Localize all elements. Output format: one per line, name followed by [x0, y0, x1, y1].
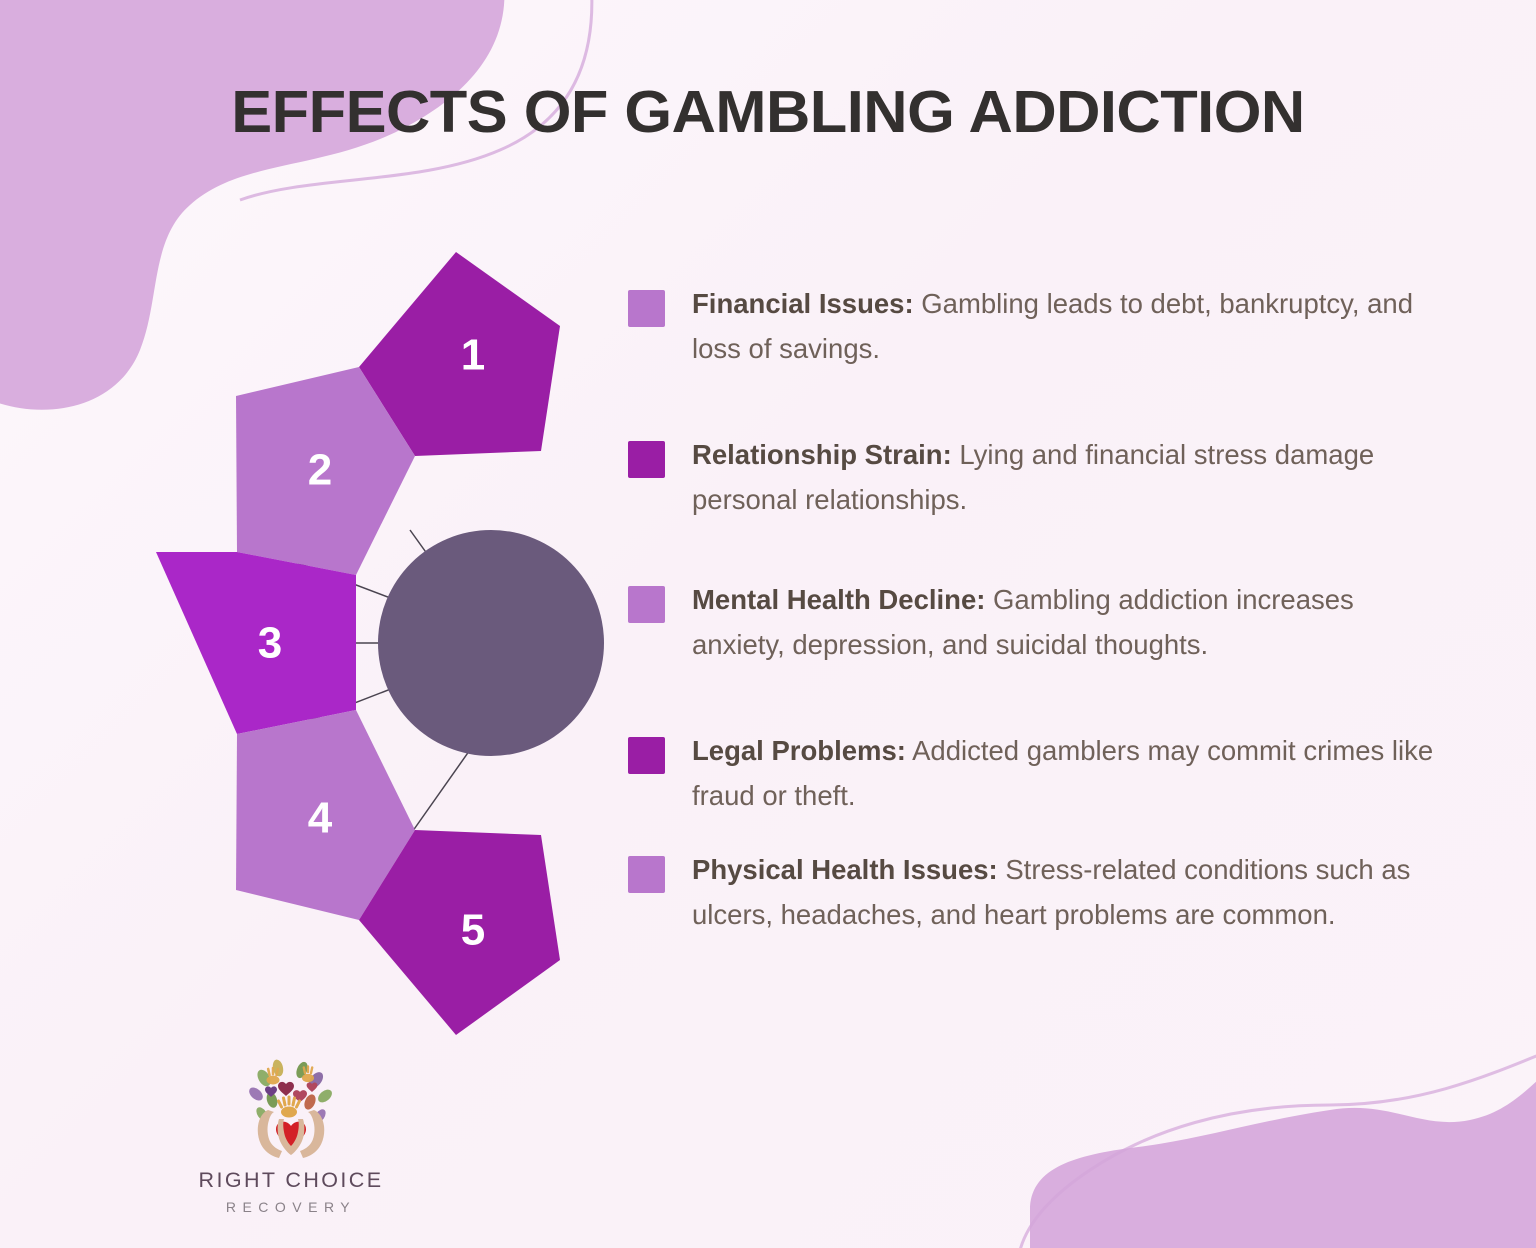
hands-heart-tree-icon [249, 1059, 332, 1158]
effect-label-4: Legal Problems: [692, 735, 906, 767]
list-item: Mental Health Decline: Gambling addictio… [628, 578, 1458, 667]
pentagon-number-3: 3 [258, 619, 282, 668]
logo-heart-icon [276, 1121, 306, 1148]
pentagon-fan-diagram: 1 2 3 4 5 [156, 252, 604, 1035]
pentagon-shape-3 [156, 552, 356, 734]
page-title: EFFECTS OF GAMBLING ADDICTION [231, 79, 1305, 145]
logo-subtitle: RECOVERY [225, 1199, 357, 1215]
pentagon-step-4[interactable]: 4 [236, 710, 415, 920]
pentagon-step-3[interactable]: 3 [156, 552, 356, 734]
effect-label-3: Mental Health Decline: [692, 584, 986, 616]
effect-text-1: Financial Issues: Gambling leads to debt… [692, 282, 1452, 371]
center-hub-circle[interactable] [378, 530, 604, 756]
brand-logo: RIGHT CHOICE RECOVERY [186, 1052, 396, 1215]
pentagon-step-5[interactable]: 5 [359, 830, 560, 1035]
effect-label-1: Financial Issues: [692, 288, 914, 319]
list-item: Financial Issues: Gambling leads to debt… [628, 282, 1458, 371]
list-item: Relationship Strain: Lying and financial… [628, 433, 1458, 522]
pentagon-number-1: 1 [461, 331, 485, 380]
effect-body-4: Addicted gamblers may commit crimes like… [692, 735, 1434, 811]
effect-text-2: Relationship Strain: Lying and financial… [692, 433, 1452, 522]
effect-body-3: Gambling addiction increases anxiety, de… [692, 584, 1354, 660]
bullet-swatch-4 [628, 737, 665, 775]
effect-text-5: Physical Health Issues: Stress-related c… [692, 848, 1452, 937]
pentagon-shape-1 [359, 252, 560, 456]
effect-label-2: Relationship Strain: [692, 439, 952, 471]
effect-label-5: Physical Health Issues: [692, 854, 998, 886]
pentagon-step-2[interactable]: 2 [236, 367, 415, 575]
bullet-swatch-5 [628, 856, 665, 894]
effect-text-3: Mental Health Decline: Gambling addictio… [692, 578, 1452, 667]
pentagon-number-5: 5 [461, 906, 485, 955]
pentagon-shape-2 [236, 367, 415, 575]
pentagon-number-4: 4 [308, 794, 333, 843]
effect-body-1: Gambling leads to debt, bankruptcy, and … [692, 288, 1414, 364]
bullet-swatch-2 [628, 441, 665, 479]
pentagon-shape-5 [359, 830, 560, 1035]
logo-hands-icon [257, 1110, 325, 1158]
bullet-swatch-3 [628, 586, 665, 624]
logo-foliage [249, 1059, 332, 1123]
decor-blob-bottom-right [1030, 1081, 1536, 1248]
list-item: Physical Health Issues: Stress-related c… [628, 848, 1458, 937]
logo-name: RIGHT CHOICE [198, 1168, 384, 1192]
bullet-swatch-1 [628, 290, 665, 327]
pentagon-shape-4 [236, 710, 415, 920]
effect-body-2: Lying and financial stress damage person… [692, 439, 1375, 515]
effect-text-4: Legal Problems: Addicted gamblers may co… [692, 729, 1452, 818]
effect-body-5: Stress-related conditions such as ulcers… [692, 854, 1411, 930]
list-item: Legal Problems: Addicted gamblers may co… [628, 729, 1458, 818]
decor-arc-bottom-right [1019, 1054, 1536, 1248]
effects-list: Financial Issues: Gambling leads to debt… [628, 282, 1458, 967]
pentagon-step-1[interactable]: 1 [359, 252, 560, 456]
pentagon-number-2: 2 [308, 446, 332, 495]
